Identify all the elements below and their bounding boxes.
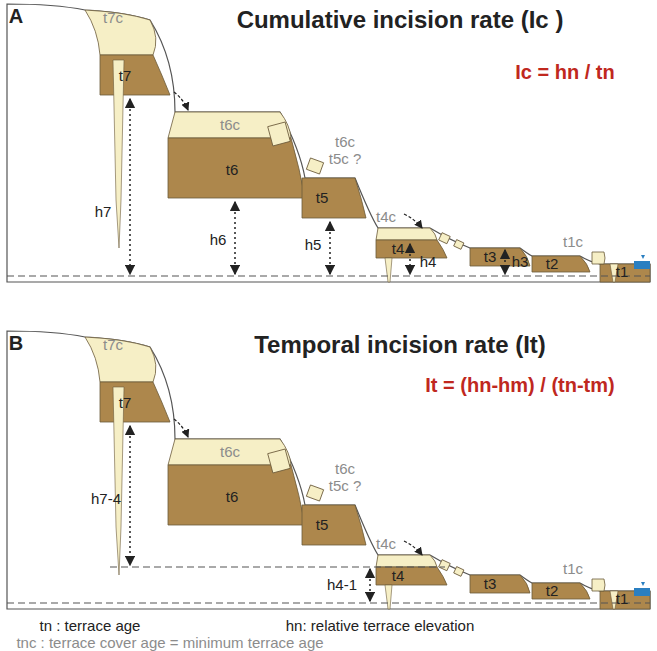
legend-text: hn: relative terrace elevation bbox=[286, 618, 474, 635]
terrace-label: t4 bbox=[392, 241, 405, 258]
terrace-label: t7 bbox=[119, 68, 132, 85]
height-label: h5 bbox=[305, 237, 322, 254]
terrace-label: t1c bbox=[563, 561, 583, 578]
terrace-label: t6 bbox=[226, 162, 239, 179]
height-label: h6 bbox=[210, 232, 227, 249]
terrace-label: t7c bbox=[103, 337, 123, 354]
legend-text: tnc : terrace cover age = minimum terrac… bbox=[16, 635, 323, 651]
terrace-label: t7c bbox=[103, 10, 123, 27]
panel-b-terrain bbox=[7, 331, 650, 609]
terrace-label: t5 bbox=[316, 190, 329, 207]
panel-letter: A bbox=[9, 5, 23, 27]
terrace-label: t6c t5c ? bbox=[324, 461, 366, 494]
terrace-label: t1c bbox=[563, 234, 583, 251]
terrace-label: t6 bbox=[226, 489, 239, 506]
terrace-label: t5 bbox=[316, 517, 329, 534]
terrace-label: t6c t5c ? bbox=[324, 134, 366, 167]
terrace-label: t3 bbox=[484, 249, 497, 266]
panel-title: Cumulative incision rate (Ic ) bbox=[237, 7, 564, 33]
height-arrows-a bbox=[130, 99, 505, 274]
panel-letter: B bbox=[9, 332, 23, 354]
rate-formula: It = (hn-hm) / (tn-tm) bbox=[425, 374, 614, 396]
terrace-label: t2 bbox=[546, 256, 559, 273]
terrace-label: t1 bbox=[616, 264, 629, 281]
terrace-label: t6c bbox=[220, 117, 240, 134]
terrace-label: t6c bbox=[220, 444, 240, 461]
panel-title: Temporal incision rate (It) bbox=[254, 332, 546, 358]
panel-a-terrain bbox=[7, 4, 650, 282]
height-label: h4-1 bbox=[327, 577, 357, 594]
legend-text: tn : terrace age bbox=[40, 618, 141, 635]
terrace-label: t7 bbox=[119, 395, 132, 412]
terrace-label: t4c bbox=[376, 209, 396, 226]
terrace-label: t3 bbox=[484, 576, 497, 593]
height-label: h4 bbox=[420, 254, 437, 271]
terrace-label: t4 bbox=[392, 568, 405, 585]
height-label: h7 bbox=[95, 204, 112, 221]
terrace-label: t1 bbox=[616, 591, 629, 608]
height-arrows-b bbox=[130, 426, 370, 601]
rate-formula: Ic = hn / tn bbox=[515, 61, 614, 83]
height-label: h3 bbox=[512, 254, 529, 271]
height-label: h7-4 bbox=[91, 491, 121, 508]
terrace-label: t4c bbox=[376, 536, 396, 553]
terrace-label: t2 bbox=[546, 583, 559, 600]
